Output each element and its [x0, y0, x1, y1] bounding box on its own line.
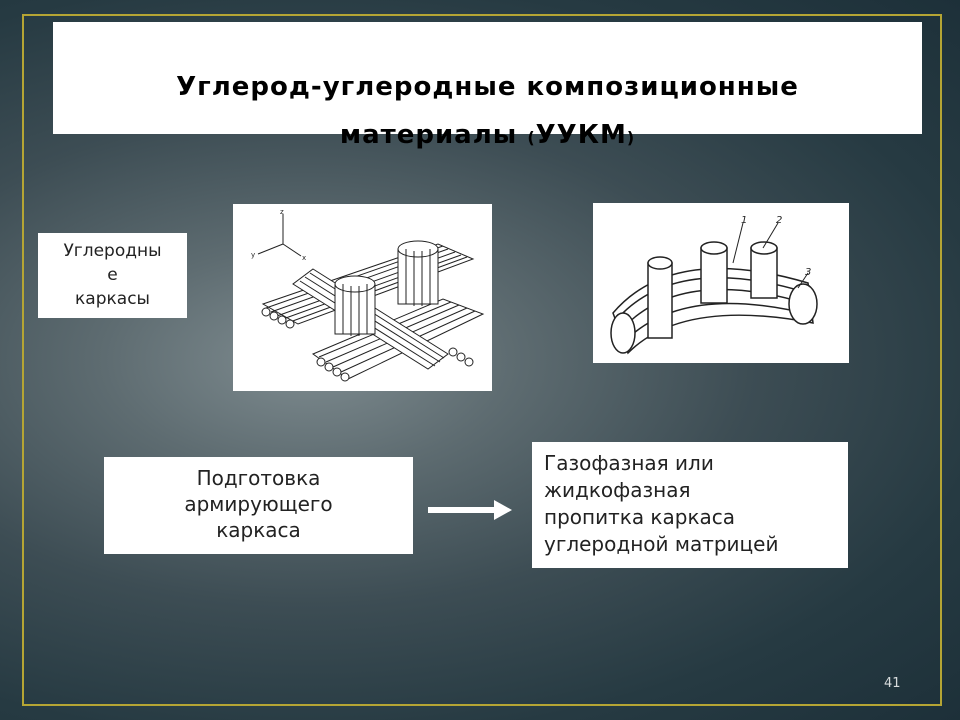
slide-frame: [22, 14, 942, 706]
title-box: Углерод-углеродные композиционные матери…: [53, 22, 922, 150]
woven-rod-frame-figure: z y x: [233, 204, 492, 391]
title-text: материалы: [339, 120, 528, 150]
page-title-line2: материалы (УУКМ): [53, 120, 922, 150]
frames-label-line: е: [107, 265, 118, 285]
page-title: Углерод-углеродные композиционные: [176, 72, 799, 102]
figure2-label-2: 2: [776, 215, 782, 226]
figure2-label-3: 3: [805, 267, 811, 278]
step1-line: Подготовка: [196, 466, 321, 490]
step2-line: жидкофазная: [544, 478, 691, 502]
title-paren-open: (: [527, 128, 536, 147]
frames-label-line: каркасы: [75, 289, 150, 309]
title-paren-close: ): [626, 128, 636, 147]
frames-label: Углеродны е каркасы: [38, 233, 187, 318]
step1-line: армирующего: [184, 492, 333, 516]
step2-line: Газофазная или: [544, 451, 714, 475]
axis-label-y: y: [251, 251, 255, 259]
step-impregnation: Газофазная или жидкофазная пропитка карк…: [532, 442, 848, 568]
axis-label-z: z: [280, 208, 284, 216]
step-prepare-frame: Подготовка армирующего каркаса: [104, 457, 413, 554]
step2-line: пропитка каркаса: [544, 505, 736, 529]
ring-frame-figure: 1 2 3: [593, 203, 849, 363]
right-arrow-icon: [428, 500, 512, 520]
page-number: 41: [884, 676, 901, 691]
step2-line: углеродной матрицей: [544, 532, 779, 556]
ring-frame-drawing: 1 2 3: [610, 215, 818, 355]
figure2-label-1: 1: [741, 215, 747, 226]
title-abbr: УУКМ: [535, 120, 627, 150]
frames-label-line: Углеродны: [63, 241, 162, 261]
axis-label-x: x: [302, 254, 306, 262]
step1-line: каркаса: [216, 518, 301, 542]
woven-rod-frame-drawing: z y x: [251, 208, 485, 382]
